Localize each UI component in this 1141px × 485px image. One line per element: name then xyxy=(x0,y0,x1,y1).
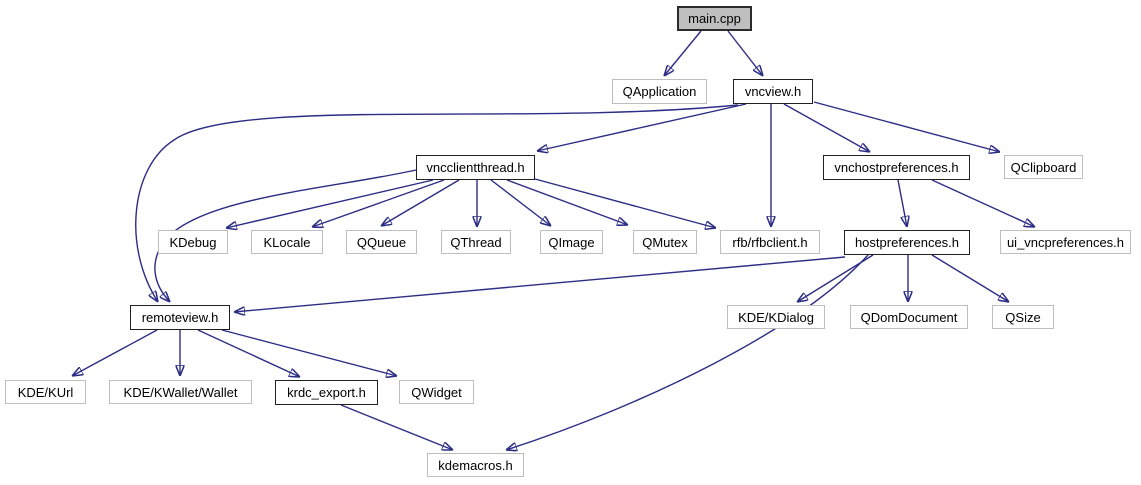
edge-vncview-h-to-remoteview-h xyxy=(135,104,739,302)
node-qapplication: QApplication xyxy=(612,79,707,104)
edge-vnchostpreferences-h-to-hostpreferences-h xyxy=(897,179,907,227)
edge-remoteview-h-to-kde-kurl xyxy=(72,329,158,376)
node-qimage: QImage xyxy=(540,230,603,254)
node-ui-vncpreferences-h: ui_vncpreferences.h xyxy=(1000,230,1131,254)
edge-vncclientthread-h-to-klocale xyxy=(312,179,445,227)
edge-vncclientthread-h-to-qimage xyxy=(490,179,551,226)
edge-vncclientthread-h-to-remoteview-h xyxy=(154,169,417,302)
node-qthread: QThread xyxy=(441,230,511,254)
node-rfb-rfbclient-h: rfb/rfbclient.h xyxy=(720,230,820,254)
edge-remoteview-h-to-qwidget xyxy=(221,329,397,376)
node-remoteview-h[interactable]: remoteview.h xyxy=(130,305,230,330)
edge-main-cpp-to-qapplication xyxy=(664,30,702,76)
edge-remoteview-h-to-krdc-export-h xyxy=(197,329,300,377)
node-kdebug: KDebug xyxy=(158,230,228,254)
node-kdemacros-h: kdemacros.h xyxy=(427,453,524,477)
node-qmutex: QMutex xyxy=(633,230,697,254)
node-krdc-export-h[interactable]: krdc_export.h xyxy=(275,380,378,405)
edge-vncview-h-to-vncclientthread-h xyxy=(537,103,747,151)
edge-hostpreferences-h-to-kdemacros-h xyxy=(506,254,869,450)
node-main-cpp: main.cpp xyxy=(677,6,752,31)
node-qqueue: QQueue xyxy=(346,230,417,254)
node-qwidget: QWidget xyxy=(399,380,474,404)
node-hostpreferences-h[interactable]: hostpreferences.h xyxy=(844,230,970,255)
node-vnchostpreferences-h[interactable]: vnchostpreferences.h xyxy=(823,155,970,180)
node-vncview-h[interactable]: vncview.h xyxy=(733,79,813,104)
edge-hostpreferences-h-to-qsize xyxy=(931,254,1009,302)
node-vncclientthread-h[interactable]: vncclientthread.h xyxy=(416,155,535,180)
edge-vncclientthread-h-to-rfb-rfbclient-h xyxy=(534,178,716,228)
edge-krdc-export-h-to-kdemacros-h xyxy=(340,404,453,450)
node-qsize: QSize xyxy=(992,305,1054,329)
edge-vncclientthread-h-to-qmutex xyxy=(506,179,628,225)
edge-vnchostpreferences-h-to-ui-vncpreferences-h xyxy=(931,179,1035,227)
edge-vncclientthread-h-to-qqueue xyxy=(381,179,460,226)
node-kde-kwallet-wallet: KDE/KWallet/Wallet xyxy=(109,380,252,404)
edge-vncview-h-to-qclipboard xyxy=(813,101,1000,152)
edge-hostpreferences-h-to-remoteview-h xyxy=(234,256,846,312)
node-kde-kurl: KDE/KUrl xyxy=(5,380,86,404)
edge-main-cpp-to-vncview-h xyxy=(727,30,763,76)
node-klocale: KLocale xyxy=(251,230,323,254)
node-qclipboard: QClipboard xyxy=(1004,155,1083,179)
edge-vncclientthread-h-to-kdebug xyxy=(226,179,434,228)
node-qdomdocument: QDomDocument xyxy=(850,305,968,329)
node-kde-kdialog: KDE/KDialog xyxy=(727,305,825,329)
edge-vncview-h-to-vnchostpreferences-h xyxy=(783,103,870,152)
